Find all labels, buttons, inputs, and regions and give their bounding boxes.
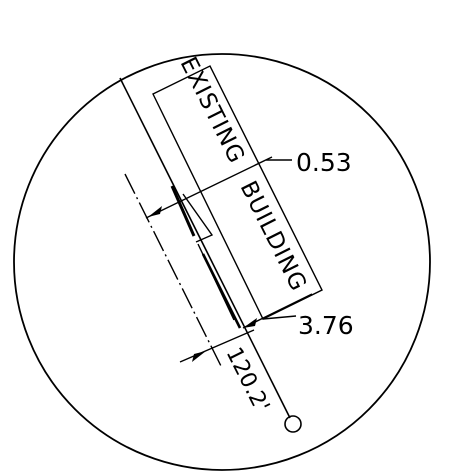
dim-053-extension	[145, 156, 273, 219]
wall-segment-lower-inner	[197, 243, 235, 321]
label-building: BUILDING	[235, 177, 312, 296]
dim-text-053: 0.53	[296, 148, 352, 177]
dim-text-376: 3.76	[298, 311, 354, 340]
wall-segment-upper	[170, 185, 196, 237]
dim-text-1202: 120.2'	[221, 343, 274, 416]
dim-376-leader	[262, 315, 297, 320]
dim-053-arrow	[148, 206, 162, 217]
detail-circle	[13, 53, 431, 471]
end-point-circle	[284, 415, 302, 433]
dim-376-arrow	[243, 318, 257, 328]
dim-1202-line	[179, 329, 255, 363]
dim-1202-arrow	[192, 351, 206, 362]
building-wall-stub	[182, 193, 214, 243]
parallel-line	[124, 173, 223, 369]
property-line	[119, 77, 291, 419]
building-outline	[152, 65, 323, 320]
